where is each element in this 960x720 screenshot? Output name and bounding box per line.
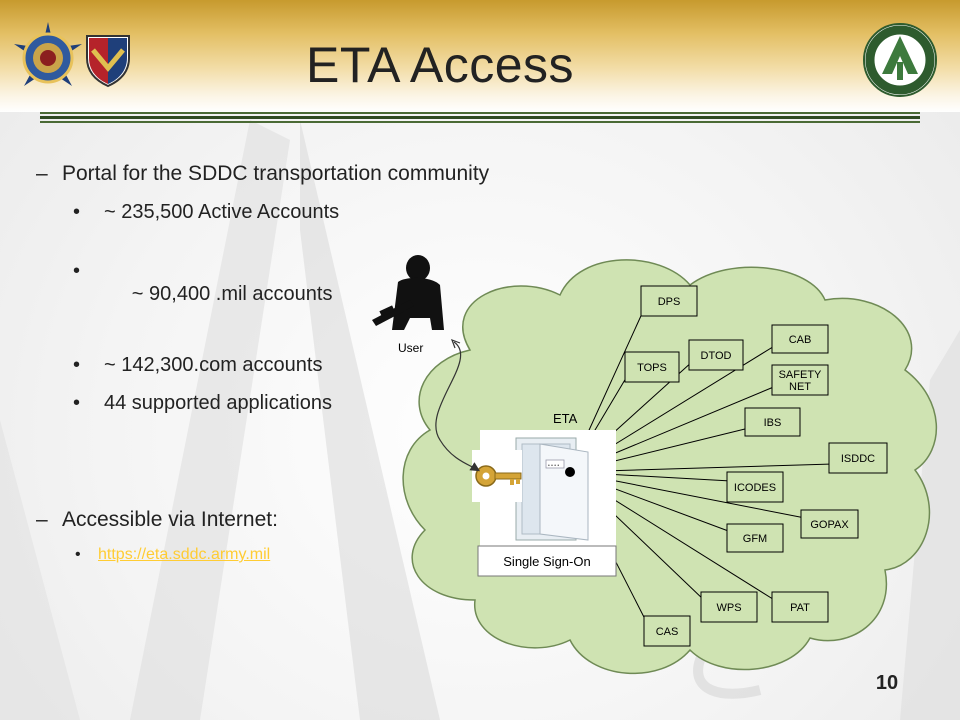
- bullet-com-accounts-text: ~ 142,300.com accounts: [104, 354, 323, 376]
- sso-box: [477, 545, 617, 577]
- slide-title: ETA Access: [305, 37, 575, 93]
- app-label: CAB: [789, 334, 812, 346]
- bullet-active-accounts-text: ~ 235,500 Active Accounts: [104, 201, 340, 223]
- app-label: GOPAX: [810, 519, 849, 531]
- app-box-wps: WPS: [700, 591, 758, 623]
- app-box-cas: CAS: [643, 615, 691, 647]
- app-box-ibs: IBS: [744, 407, 801, 437]
- bullet-mil-accounts: • ~ 90,400 .mil accounts: [73, 237, 333, 329]
- bullet-supported-apps-text: 44 supported applications: [104, 392, 332, 414]
- app-label: ISDDC: [841, 453, 875, 465]
- app-box-frame: [700, 591, 758, 623]
- app-box-dtod: DTOD: [688, 339, 744, 371]
- app-box-frame: [624, 351, 680, 383]
- app-label: PAT: [790, 602, 810, 614]
- app-box-cab: CAB: [771, 324, 829, 354]
- app-box-frame: [643, 615, 691, 647]
- app-box-frame: [771, 324, 829, 354]
- bullet-com-accounts: • ~ 142,300.com accounts: [73, 354, 323, 377]
- page-number: 10: [875, 672, 899, 694]
- soldier-silhouette-icon: [372, 255, 444, 330]
- dot-marker: •: [75, 546, 81, 563]
- shield-logo-icon: [86, 35, 130, 88]
- dot-marker: •: [73, 354, 81, 376]
- key-icon: [472, 450, 522, 502]
- app-label: CAS: [656, 626, 679, 638]
- app-label: DPS: [658, 296, 681, 308]
- hub-node: [565, 467, 575, 477]
- sso-label: Single Sign-On: [503, 554, 590, 569]
- app-box-frame: [726, 523, 784, 553]
- bullet-accessible-text: Accessible via Internet:: [62, 508, 278, 531]
- dot-marker: •: [73, 392, 81, 414]
- app-box-frame: [640, 285, 698, 317]
- app-box-dps: DPS: [640, 285, 698, 317]
- user-label: User: [398, 341, 423, 355]
- app-label: WPS: [716, 602, 741, 614]
- bullet-portal: – Portal for the SDDC transportation com…: [36, 162, 490, 186]
- app-box-frame: [744, 407, 801, 437]
- app-box-frame: [688, 339, 744, 371]
- app-box-frame: [800, 509, 859, 539]
- app-box-gopax: GOPAX: [800, 509, 859, 539]
- user-arrow: [435, 341, 481, 472]
- bullet-portal-text: Portal for the SDDC transportation commu…: [62, 162, 490, 185]
- door-icon: • • • •: [515, 437, 589, 541]
- eta-label: ETA: [553, 411, 578, 426]
- app-label: NET: [789, 381, 811, 393]
- sddc-seal-icon: [863, 23, 937, 97]
- bullet-active-accounts: • ~ 235,500 Active Accounts: [73, 201, 340, 224]
- usa-seal-icon: [14, 22, 82, 86]
- app-label: ICODES: [734, 482, 776, 494]
- app-label: IBS: [764, 417, 782, 429]
- app-label: TOPS: [637, 362, 667, 374]
- header-band: [0, 0, 960, 112]
- app-box-tops: TOPS: [624, 351, 680, 383]
- dash-marker: –: [36, 508, 48, 531]
- bullet-accessible: – Accessible via Internet:: [36, 508, 278, 532]
- app-box-frame: [726, 471, 784, 503]
- dot-marker: •: [73, 260, 81, 282]
- app-box-icodes: ICODES: [726, 471, 784, 503]
- app-box-frame: [771, 364, 829, 396]
- eta-url-link[interactable]: https://eta.sddc.army.mil: [98, 546, 271, 563]
- app-box-frame: [828, 442, 888, 474]
- door-keypad: • • • •: [548, 463, 559, 469]
- app-box-pat: PAT: [771, 591, 829, 623]
- app-box-gfm: GFM: [726, 523, 784, 553]
- dash-marker: –: [36, 162, 48, 185]
- dot-marker: •: [73, 201, 81, 223]
- app-label: DTOD: [701, 350, 732, 362]
- app-box-isddc: ISDDC: [828, 442, 888, 474]
- bullet-supported-apps: • 44 supported applications: [73, 392, 332, 415]
- header-rule: [40, 112, 920, 123]
- bullet-mil-accounts-text: ~ 90,400 .mil accounts: [126, 283, 333, 305]
- bullet-link: • https://eta.sddc.army.mil: [75, 546, 271, 564]
- app-label: SAFETY: [779, 369, 822, 381]
- app-label: GFM: [743, 533, 767, 545]
- app-box-frame: [771, 591, 829, 623]
